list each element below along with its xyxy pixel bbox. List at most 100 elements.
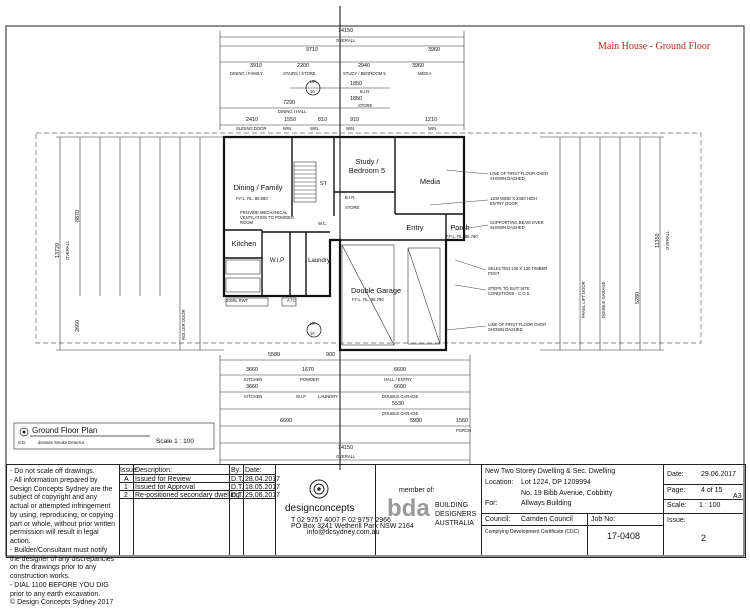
label-bir: B.I.R. <box>360 89 371 94</box>
stair-riser-top: 10 <box>310 89 315 94</box>
label-double-garage-bottom: DOUBLE GARAGE <box>382 394 419 399</box>
room-laundry: Laundry <box>308 258 330 264</box>
dim-1550: 1550 <box>284 117 296 123</box>
dim-right-overall-label: OVERALL <box>665 230 670 250</box>
right-dimension-lines <box>540 136 664 351</box>
bda-full-name: BUILDING DESIGNERS AUSTRALIA <box>435 502 477 528</box>
bda-logo: bda <box>387 495 430 522</box>
room-kitchen: Kitchen <box>231 239 257 248</box>
note-first-floor-line-2: LINE OF FIRST FLOOR OVER SHOWN DASHED <box>488 322 547 333</box>
dim-left-2660: 2660 <box>75 320 81 332</box>
room-wip: W.I.P <box>269 258 285 264</box>
room-porch: Porch <box>450 223 470 232</box>
dim-1670: 1670 <box>302 367 314 373</box>
note-leaders <box>429 169 489 331</box>
label-kitchen-bottom-2: KITCHEN <box>244 394 263 399</box>
kitchen-benches <box>225 259 297 307</box>
dim-overall-top-label: OVERALL <box>336 38 356 43</box>
room-wc: W.C. <box>318 221 328 226</box>
label-powder: POWDER <box>300 377 319 382</box>
dim-5580: 5580 <box>268 352 280 358</box>
rev-row-1-desc: Issued for Review <box>135 476 191 483</box>
room-garage: Double Garage <box>350 286 402 295</box>
note-timber-post: SELECTED 130 X 130 TIMBER POST <box>488 266 548 277</box>
room-st: ST <box>320 181 327 187</box>
dim-1560: 1560 <box>456 418 468 424</box>
title-block: - Do not scale off drawings. - All infor… <box>6 464 746 606</box>
room-dining-family: Dining / Family <box>233 183 283 192</box>
room-rwt: 2000L RWT <box>226 298 249 303</box>
label-wip-bottom: W.I.P. <box>296 394 307 399</box>
dim-6600c: 6600 <box>280 418 292 424</box>
company-address: PO Box 3241 Wetherill Park NSW 2164 <box>291 523 414 530</box>
note-steps: STEPS TO SUIT SITE CONDITIONS - C.O.S. <box>488 286 531 297</box>
stair-up-label-top: UP <box>310 79 316 84</box>
council-name: Camden Council <box>521 516 573 523</box>
scale-label: Scale: <box>667 502 687 509</box>
level-garage: F.F.L. RL. 85.790 <box>352 297 384 302</box>
rev-row-3-desc: Re-positioned secondary dwelling <box>135 492 240 499</box>
disclaimer: - Do not scale off drawings. - All infor… <box>10 468 116 607</box>
council-label: Council: <box>485 516 511 523</box>
dim-3660b: 3660 <box>246 384 258 390</box>
label-win-1: WIN. <box>283 126 293 131</box>
job-no-label: Job No: <box>591 516 616 523</box>
rev-header-date: Date: <box>245 467 262 474</box>
dim-1850b: 1850 <box>350 96 362 102</box>
dim-7290: 7290 <box>283 100 295 106</box>
plan-scale: Scale 1 : 100 <box>156 438 194 445</box>
dim-1850a: 1850 <box>350 81 362 87</box>
label-roller-door: ROLLER DOOR <box>181 309 186 340</box>
dim-810: 810 <box>318 117 327 123</box>
label-study-bedroom: STUDY / BEDROOM 5 <box>343 71 386 76</box>
label-kitchen-bottom: KITCHEN <box>244 377 263 382</box>
room-store: STORE <box>345 205 360 210</box>
label-right-double-garage: DOUBLE GARAGE <box>601 281 606 318</box>
dim-3960: 3960 <box>428 47 440 53</box>
label-dining-hall: DINING / HALL <box>278 109 307 114</box>
label-win-2: WIN. <box>310 126 320 131</box>
design-concepts-logo-icon <box>309 479 329 499</box>
project-title: New Two Storey Dwelling & Sec. Dwelling <box>485 468 616 475</box>
top-dimension-lines <box>219 31 465 130</box>
dim-900: 900 <box>326 352 335 358</box>
label-dining-family: DINING / FAMILY <box>230 71 263 76</box>
company-phone: T 02 9757 4007 F 02 9757 2966 <box>291 517 391 524</box>
rev-row-1-issue: A <box>124 476 129 483</box>
label-laundry-bottom: LAUNDRY <box>318 394 338 399</box>
rev-row-1-date: 28.04.2017 <box>245 476 281 483</box>
dim-overall-bottom-label: OVERALL <box>336 454 356 459</box>
dim-9710: 9710 <box>306 47 318 53</box>
dim-left-overall-label: OVERALL <box>65 240 70 260</box>
rev-row-3-issue: 2 <box>124 492 128 499</box>
label-double-garage-bottom-2: DOUBLE GARAGE <box>382 411 419 416</box>
dim-2200: 2200 <box>297 63 309 69</box>
rev-header-desc: Description: <box>135 467 172 474</box>
smoke-detector-icon <box>19 427 29 437</box>
rev-row-1-by: D.T. <box>231 476 244 483</box>
plan-title: Ground Floor Plan <box>32 426 98 435</box>
stair-direction-marker <box>305 80 321 96</box>
garage-door-hatching <box>341 244 441 346</box>
project-for-label: For: <box>485 500 498 507</box>
project-address: No. 19 Bibb Avenue, Cobbitty <box>521 490 613 497</box>
dim-2940: 2940 <box>358 63 370 69</box>
rev-row-2-by: D.T. <box>231 484 244 491</box>
dim-5530: 5530 <box>392 401 404 407</box>
project-location-label: Location: <box>485 479 514 486</box>
issue-label: Issue: <box>667 517 686 524</box>
rev-row-2-issue: 1 <box>124 484 128 491</box>
label-store: STORE <box>358 103 373 108</box>
note-entry-door: 1100 WIDE X 2400 HIGH ENTRY DOOR <box>490 196 538 207</box>
label-win-3: WIN. <box>346 126 356 131</box>
room-bir: B.I.R. <box>345 195 356 200</box>
internal-walls <box>224 137 464 296</box>
first-floor-dashed-outline <box>35 132 702 344</box>
note-first-floor-line: LINE OF FIRST FLOOR OVER SHOWN DASHED <box>490 171 549 182</box>
room-study: Study / Bedroom 5 <box>348 157 386 175</box>
note-mech-ventilation: PROVIDE MECHANICAL VENTILATION TO POWDER… <box>240 210 294 226</box>
rev-header-issue: Issue: <box>120 467 139 474</box>
sheet-size: A3 <box>733 493 742 500</box>
label-hall-entry: HALL / ENTRY <box>384 377 412 382</box>
rev-row-3-date: 29.06.2017 <box>245 492 281 499</box>
